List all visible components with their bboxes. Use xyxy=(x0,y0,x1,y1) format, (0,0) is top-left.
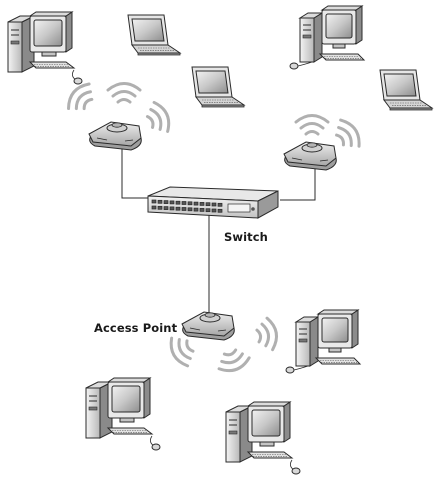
cable-right-ap xyxy=(280,168,316,201)
network-switch-icon xyxy=(147,186,279,219)
desktop-computer-icon xyxy=(225,401,301,475)
desktop-computer-icon xyxy=(285,309,361,374)
access-point-icon xyxy=(88,121,142,151)
network-cables xyxy=(121,144,316,313)
desktop-computer-icon xyxy=(289,5,365,70)
cable-left-ap xyxy=(121,144,150,199)
access-point-icon xyxy=(181,311,235,341)
access-point-icon xyxy=(283,141,337,171)
desktop-computer-icon xyxy=(7,11,83,85)
laptop-icon xyxy=(191,66,245,108)
laptop-icon xyxy=(379,69,433,111)
laptop-icon xyxy=(127,14,181,56)
switch-label: Switch xyxy=(224,230,268,244)
desktop-computer-icon xyxy=(85,377,161,451)
access-point-label: Access Point xyxy=(94,321,178,335)
